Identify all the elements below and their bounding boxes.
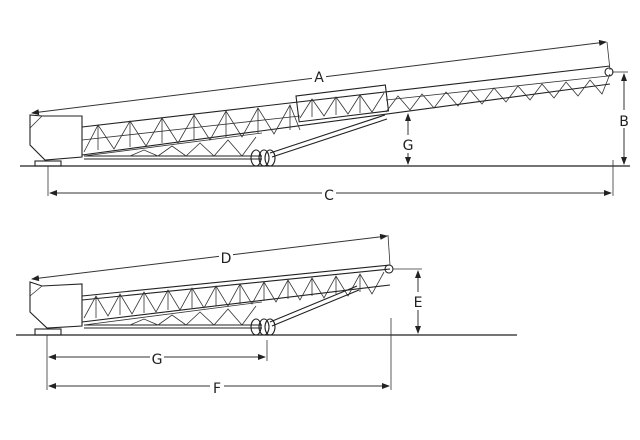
under-frame bbox=[83, 132, 263, 160]
hopper bbox=[29, 281, 83, 329]
base-skid bbox=[34, 160, 62, 167]
dimension-D: D bbox=[31, 233, 391, 282]
dimension-E: E bbox=[393, 268, 425, 334]
wheels bbox=[250, 149, 276, 167]
dimension-A: A bbox=[31, 39, 611, 116]
base-skid bbox=[34, 328, 62, 336]
hopper bbox=[29, 114, 83, 161]
telescope-stage bbox=[295, 67, 614, 123]
label-B: B bbox=[619, 114, 629, 130]
label-A: A bbox=[314, 70, 324, 86]
dimension-G-top: G bbox=[401, 113, 415, 165]
label-C: C bbox=[324, 188, 334, 204]
dimension-F: F bbox=[48, 318, 392, 397]
extended-view: A B G C bbox=[20, 39, 631, 204]
support-strut bbox=[269, 114, 386, 154]
wheels bbox=[250, 318, 276, 336]
under-frame bbox=[83, 301, 263, 329]
dimension-G-bottom: G bbox=[46, 335, 268, 390]
main-truss bbox=[81, 264, 394, 323]
retracted-view: D E G F bbox=[16, 233, 517, 397]
label-F: F bbox=[213, 381, 221, 397]
dimension-C: C bbox=[47, 160, 614, 204]
label-D: D bbox=[221, 251, 232, 267]
head-pulley bbox=[604, 67, 614, 77]
dimension-B: B bbox=[612, 71, 631, 165]
label-G-top: G bbox=[403, 138, 414, 154]
label-G-bottom: G bbox=[152, 352, 163, 368]
label-E: E bbox=[414, 295, 423, 311]
support-strut bbox=[269, 285, 358, 323]
